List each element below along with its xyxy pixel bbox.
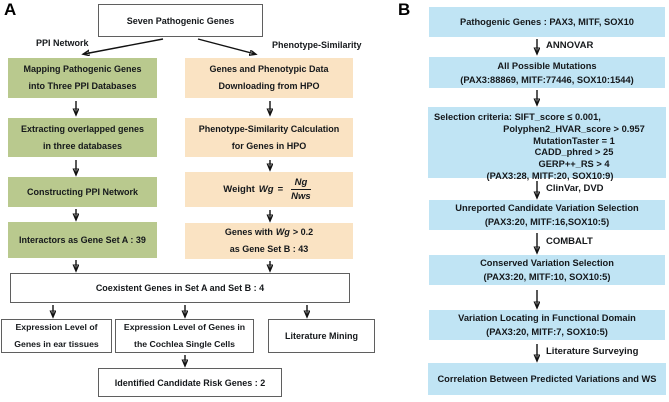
node-text-line2: the Cochlea Single Cells <box>134 339 235 349</box>
node-variation-functional-domain: Variation Locating in Functional Domain … <box>429 310 665 340</box>
panel-a-label: A <box>4 0 17 19</box>
node-text-line2: Downloading from HPO <box>218 81 320 91</box>
node-extracting-overlapped-genes: Extracting overlapped genes in three dat… <box>8 118 157 157</box>
node-correlation-predicted-variations-ws: Correlation Between Predicted Variations… <box>428 363 666 395</box>
node-text-line2: in three databases <box>42 140 123 151</box>
node-genes-set-b: Genes with Wg > 0.2 as Gene Set B : 43 <box>185 223 353 259</box>
criteria-line4: CADD_phred > 25 <box>534 147 614 158</box>
arrow-label-clinvar-dvd: ClinVar, DVD <box>546 183 604 194</box>
formula-equals: = <box>277 184 284 195</box>
criteria-line1: Selection criteria: SIFT_score ≤ 0.001, <box>434 112 601 122</box>
weight-formula: Weight Wg = Ng Nws <box>223 177 314 202</box>
node-conserved-variation-selection: Conserved Variation Selection (PAX3:20, … <box>429 255 665 285</box>
node-text-line1: Conserved Variation Selection <box>480 258 614 268</box>
node-text: Identified Candidate Risk Genes : 2 <box>114 377 266 388</box>
node-text-line1: Genes and Phenotypic Data <box>209 64 329 74</box>
criteria-line5: GERP++_RS > 4 <box>538 159 610 170</box>
branch-label-ppi-network: PPI Network <box>36 38 89 48</box>
node-selection-criteria: Selection criteria: SIFT_score ≤ 0.001, … <box>428 107 666 181</box>
node-expression-cochlea-single-cells: Expression Level of Genes in the Cochlea… <box>115 319 254 353</box>
node-text-line2: as Gene Set B : 43 <box>229 244 309 254</box>
arrow-root-to-pheno <box>197 38 255 54</box>
branch-label-phenotype-similarity: Phenotype-Similarity <box>272 40 362 50</box>
node-genes-phenotypic-data-hpo: Genes and Phenotypic Data Downloading fr… <box>185 58 353 98</box>
node-literature-mining: Literature Mining <box>268 319 375 353</box>
node-text-line1: Extracting overlapped genes <box>20 123 145 134</box>
formula-fraction: Ng Nws <box>287 177 315 202</box>
node-constructing-ppi-network: Constructing PPI Network <box>8 177 157 207</box>
node-text-line1: Variation Locating in Functional Domain <box>458 313 636 323</box>
text-part: Genes with <box>224 227 273 237</box>
node-expression-ear-tissues: Expression Level of Genes in ear tissues <box>1 319 112 353</box>
text-part: > 0.2 <box>292 227 314 237</box>
node-coexistent-genes: Coexistent Genes in Set A and Set B : 4 <box>10 273 350 303</box>
node-text-line1: Phenotype-Similarity Calculation <box>198 123 340 134</box>
node-text-line2: Genes in ear tissues <box>14 339 99 349</box>
node-text: Pathogenic Genes : PAX3, MITF, SOX10 <box>460 17 634 27</box>
node-seven-pathogenic-genes: Seven Pathogenic Genes <box>98 4 263 37</box>
node-mapping-pathogenic-genes: Mapping Pathogenic Genes into Three PPI … <box>8 58 157 98</box>
node-text-line1: Genes with Wg > 0.2 <box>225 224 313 241</box>
panel-b-label: B <box>398 0 411 19</box>
formula-prefix: Weight <box>223 184 255 195</box>
arrow-label-annovar: ANNOVAR <box>546 40 594 51</box>
node-all-possible-mutations: All Possible Mutations (PAX3:88869, MITF… <box>429 57 665 88</box>
node-pathogenic-genes: Pathogenic Genes : PAX3, MITF, SOX10 <box>429 7 665 37</box>
node-text-line1: Expression Level of Genes in <box>123 322 246 332</box>
node-text: Interactors as Gene Set A : 39 <box>19 235 146 245</box>
node-text: Literature Mining <box>284 331 358 341</box>
text-part-wg: Wg <box>275 227 290 237</box>
node-text-line2: for Genes in HPO <box>231 140 307 151</box>
criteria-line3: MutationTaster = 1 <box>533 135 615 146</box>
node-text-line1: Unreported Candidate Variation Selection <box>455 203 639 213</box>
node-identified-candidate-risk-genes: Identified Candidate Risk Genes : 2 <box>98 368 282 397</box>
node-text: Seven Pathogenic Genes <box>126 15 235 26</box>
node-text-line2: (PAX3:20, MITF:7, SOX10:5) <box>486 327 608 337</box>
node-text: Constructing PPI Network <box>26 187 138 197</box>
node-text-line2: (PAX3:88869, MITF:77446, SOX10:1544) <box>460 74 634 85</box>
node-text-line1: Expression Level of <box>15 322 98 332</box>
node-text: Coexistent Genes in Set A and Set B : 4 <box>95 283 265 293</box>
node-weight-formula: Weight Wg = Ng Nws <box>185 172 353 207</box>
criteria-line6: (PAX3:28, MITF:20, SOX10:9) <box>486 170 614 181</box>
criteria-line2: Polyphen2_HVAR_score > 0.957 <box>503 123 645 134</box>
node-interactors-gene-set-a: Interactors as Gene Set A : 39 <box>8 222 157 258</box>
node-text-line2: into Three PPI Databases <box>28 81 137 91</box>
arrow-label-literature-surveying: Literature Surveying <box>546 346 639 357</box>
arrow-root-to-ppi <box>84 38 164 54</box>
node-text-line2: (PAX3:20, MITF:10, SOX10:5) <box>483 272 611 282</box>
node-text-line2: (PAX3:20, MITF:16,SOX10:5) <box>484 217 610 227</box>
node-unreported-candidate-variation: Unreported Candidate Variation Selection… <box>429 200 665 230</box>
formula-numerator: Ng <box>290 177 312 190</box>
formula-variable: Wg <box>258 184 274 195</box>
node-text-line1: Mapping Pathogenic Genes <box>23 64 142 74</box>
arrow-label-combalt: COMBALT <box>546 236 593 247</box>
node-phenotype-similarity-calculation: Phenotype-Similarity Calculation for Gen… <box>185 118 353 157</box>
node-text: Correlation Between Predicted Variations… <box>437 374 657 384</box>
node-text-line1: All Possible Mutations <box>497 60 597 71</box>
formula-denominator: Nws <box>291 191 311 202</box>
